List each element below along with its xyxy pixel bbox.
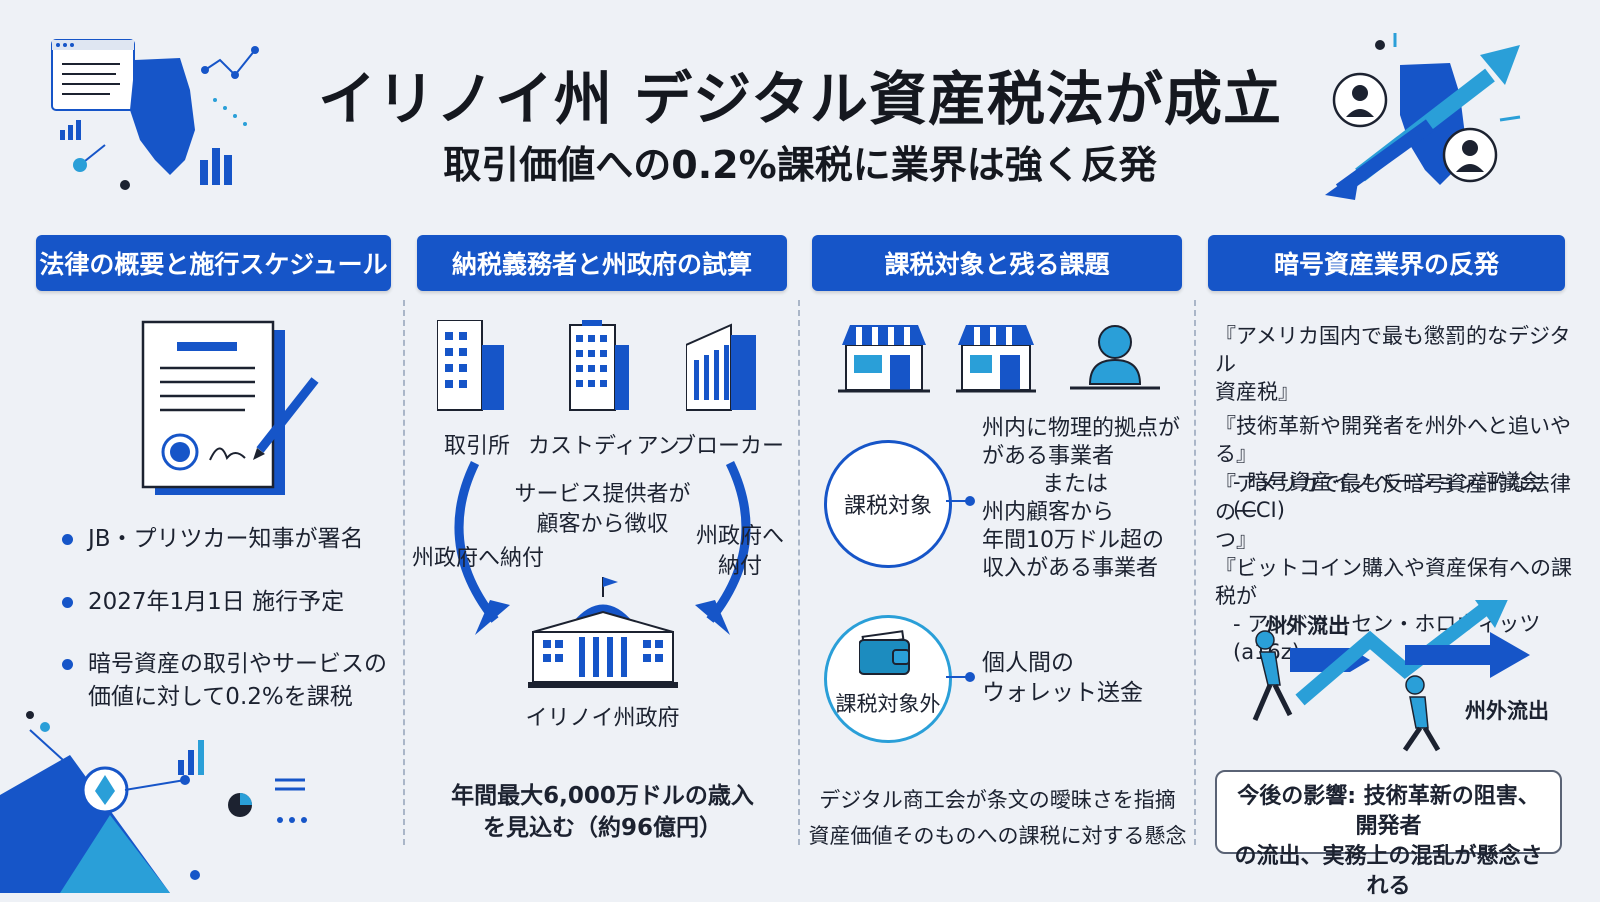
signed-document-icon bbox=[141, 320, 319, 495]
person-icon bbox=[1070, 325, 1160, 390]
nontaxable-circle: 課税対象外 bbox=[824, 615, 952, 743]
store-icon bbox=[838, 325, 930, 393]
column-header-taxpayers: 納税義務者と州政府の試算 bbox=[417, 235, 787, 291]
nontaxable-label: 課税対象外 bbox=[835, 692, 941, 716]
connector-dot bbox=[946, 672, 975, 682]
taxable-label: 課税対象 bbox=[824, 440, 952, 568]
illinois-map-illustration-right bbox=[1325, 33, 1521, 200]
pay-to-state-left: 州政府へ納付 bbox=[412, 546, 545, 571]
page-subtitle: 取引価値への0.2%課税に業界は強く反発 bbox=[443, 143, 1157, 187]
remaining-issues: デジタル商工会が条文の曖昧さを指摘 資産価値そのものへの課税に対する懸念 bbox=[808, 788, 1187, 848]
column-divider bbox=[403, 300, 405, 845]
page-title: イリノイ州 デジタル資産税法が成立 bbox=[317, 65, 1283, 133]
entity-label-exchange: 取引所 bbox=[443, 434, 510, 459]
connector-dot bbox=[946, 496, 975, 506]
bullet-governor-signed: JB・プリツカー知事が署名 bbox=[62, 523, 408, 556]
nontaxable-description: 個人間の ウォレット送金 bbox=[982, 650, 1143, 706]
entity-label-custodian: カストディアン bbox=[528, 434, 680, 459]
broker-building-icon bbox=[686, 323, 756, 411]
shop-icon bbox=[956, 325, 1036, 393]
wallet-icon bbox=[859, 630, 910, 675]
exchange-building-icon bbox=[437, 320, 504, 411]
custodian-building-icon bbox=[569, 320, 629, 411]
pay-to-state-right: 州政府へ 納付 bbox=[695, 524, 784, 579]
crypto-network-decoration bbox=[0, 711, 307, 893]
government-building-icon bbox=[528, 577, 678, 688]
column-divider bbox=[798, 300, 800, 845]
illinois-map-illustration-left bbox=[51, 39, 259, 190]
outflow-label-bottom: 州外流出 bbox=[1465, 699, 1549, 723]
taxable-description: 州内に物理的拠点が がある事業者 または 州内顧客から 年間10万ドル超の 収入… bbox=[982, 416, 1181, 581]
quote-cci: 『アメリカ国内で最も懲罰的なデジタル 資産税』 『技術革新や開発者を州外へと追い… bbox=[1215, 324, 1571, 522]
illinois-government-label: イリノイ州政府 bbox=[525, 706, 680, 731]
entity-label-broker: ブローカー bbox=[674, 434, 785, 459]
column-header-tax-scope: 課税対象と残る課題 bbox=[812, 235, 1182, 291]
outflow-illustration bbox=[1252, 600, 1530, 752]
column-header-law-overview: 法律の概要と施行スケジュール bbox=[36, 235, 391, 291]
outflow-label-top: 州外流出 bbox=[1265, 614, 1349, 638]
column-divider bbox=[1194, 300, 1196, 845]
column-header-industry-backlash: 暗号資産業界の反発 bbox=[1208, 235, 1565, 291]
bullet-effective-date: 2027年1月1日 施行予定 bbox=[62, 586, 408, 619]
future-impact-box: 今後の影響: 技術革新の阻害、開発者 の流出、実務上の混乱が懸念される bbox=[1215, 770, 1562, 899]
bullet-tax-rate: 暗号資産の取引やサービスの価値に対して0.2%を課税 bbox=[62, 648, 388, 714]
payment-flow-arrows bbox=[454, 461, 751, 635]
service-provider-note: サービス提供者が 顧客から徴収 bbox=[514, 482, 691, 537]
revenue-estimate: 年間最大6,000万ドルの歳入 を見込む（約96億円） bbox=[451, 783, 754, 841]
